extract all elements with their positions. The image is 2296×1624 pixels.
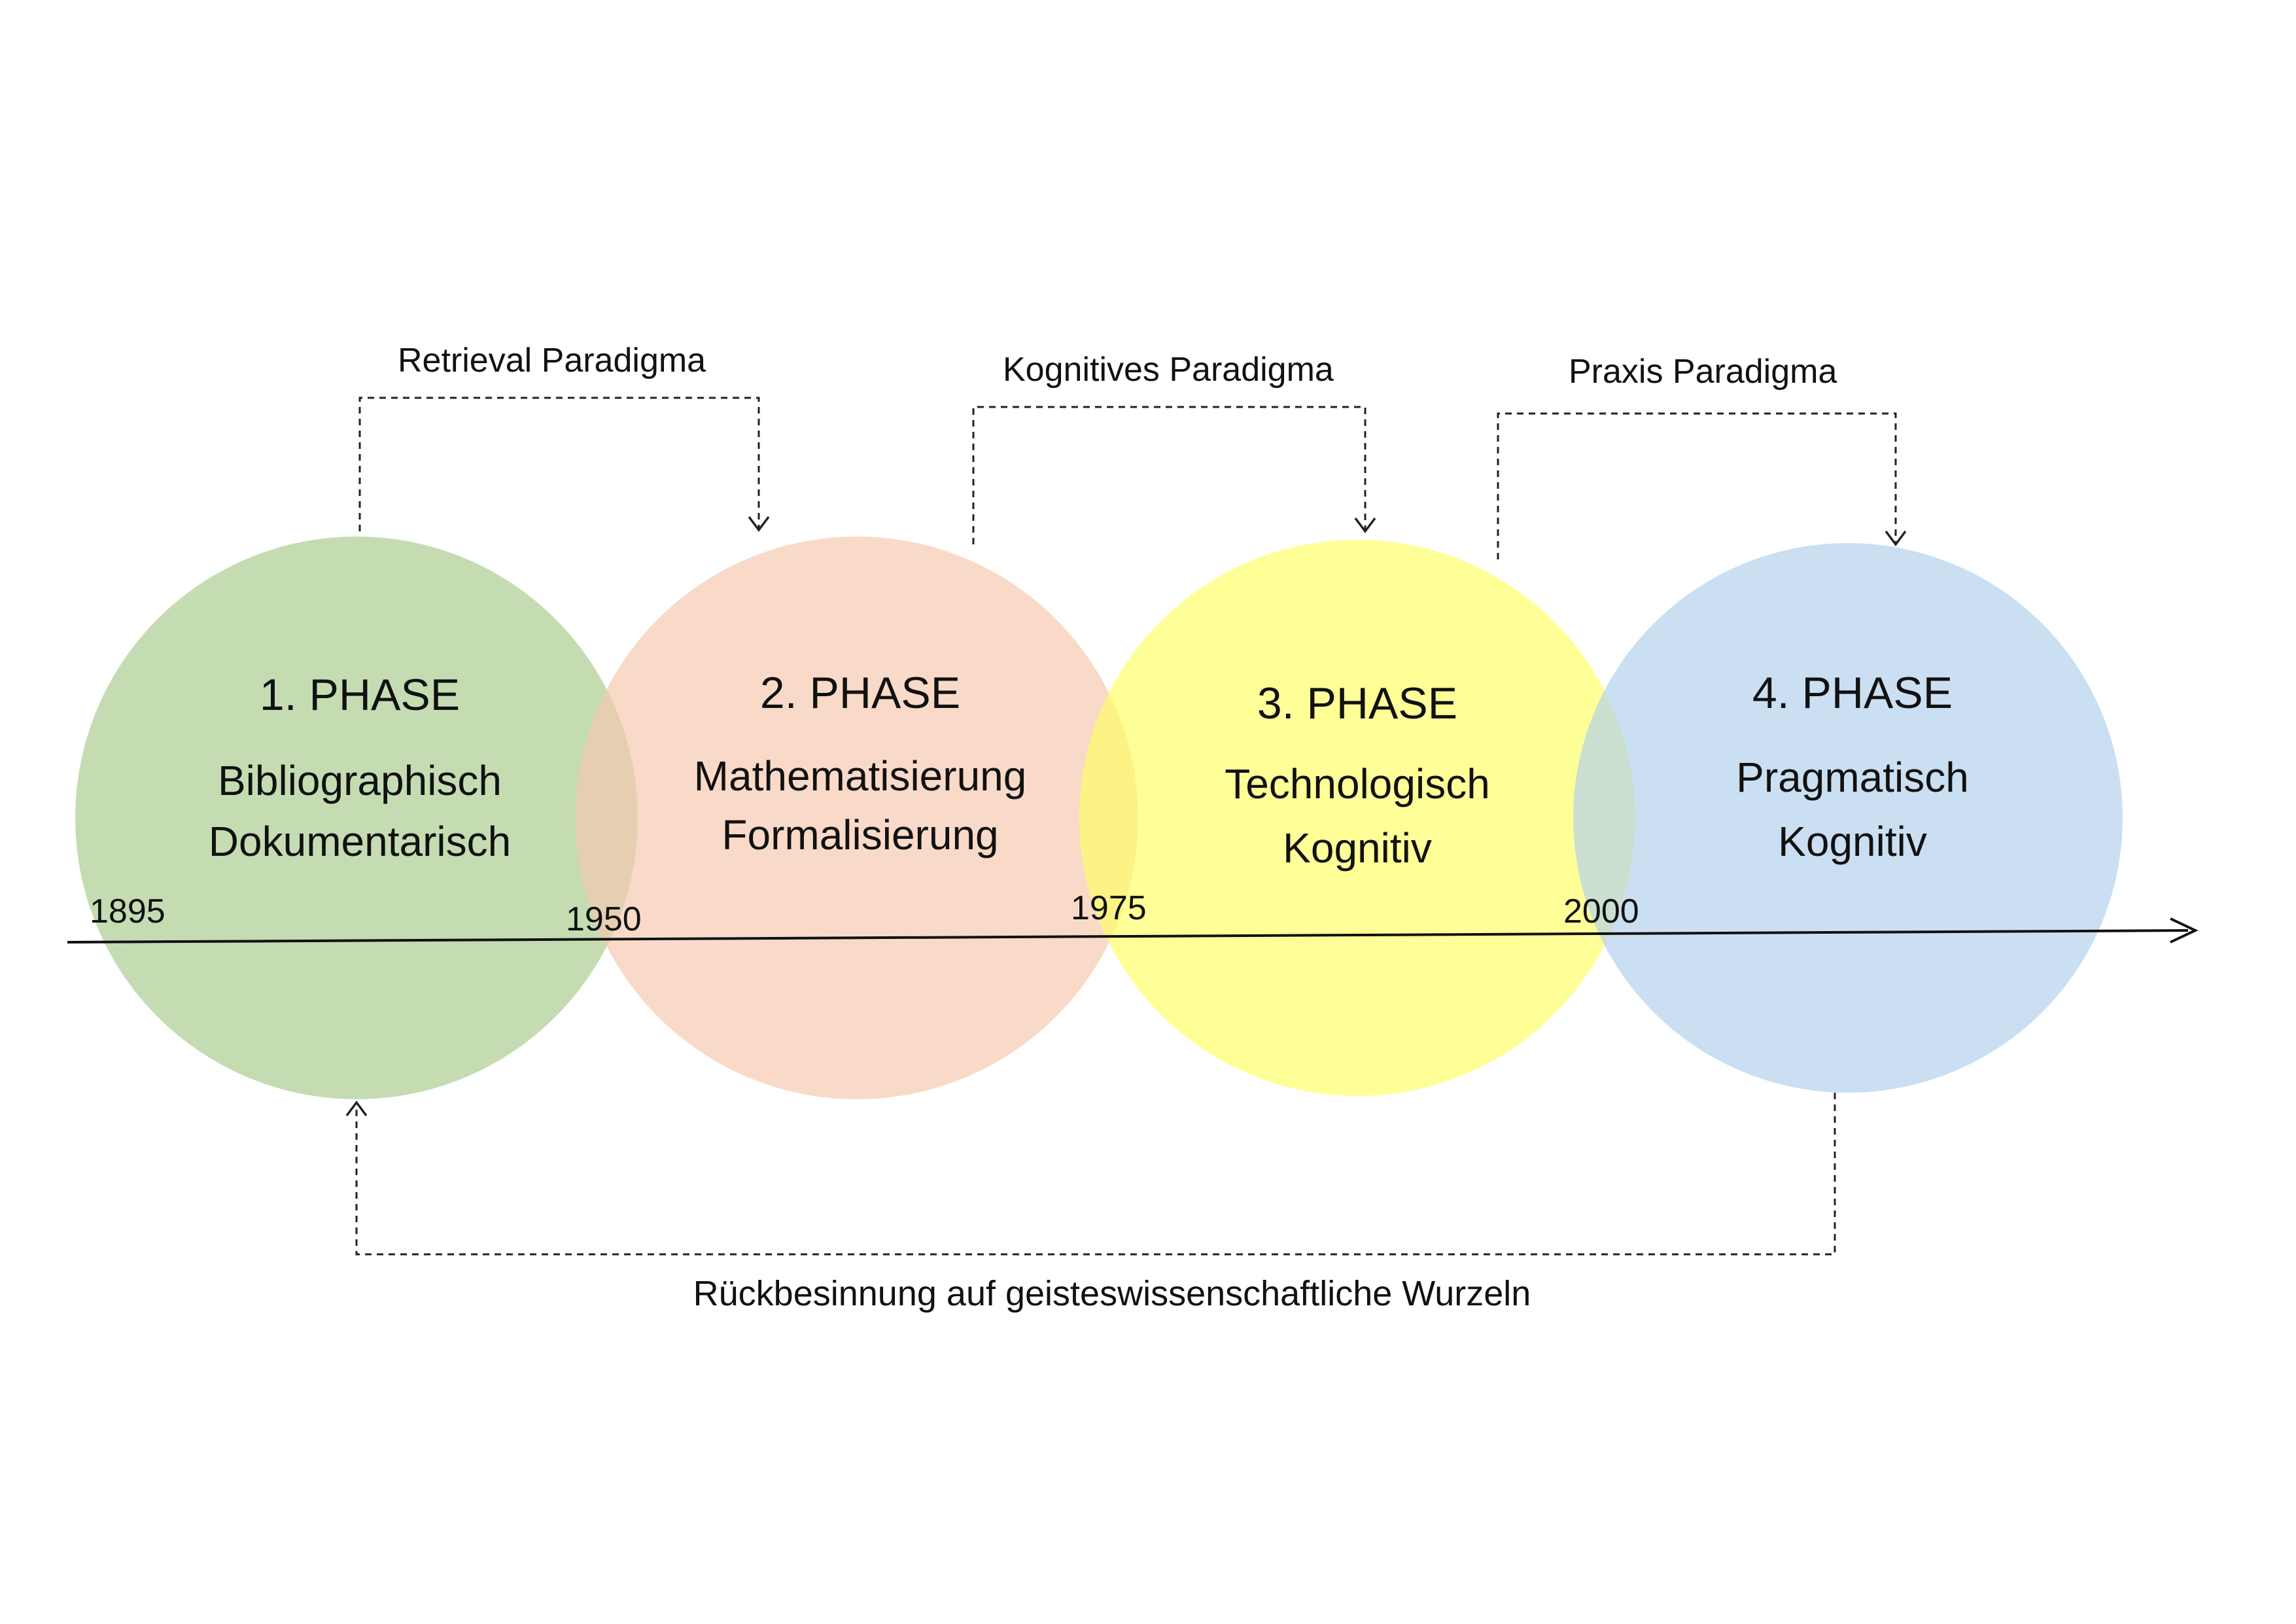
phase-2-line2: Formalisierung <box>722 811 998 858</box>
return-connector <box>355 1093 1836 1256</box>
phase-4-line2: Kognitiv <box>1778 818 1927 865</box>
year-label-3: 1975 <box>1071 889 1147 927</box>
phase-3-title: 3. PHASE <box>1257 679 1457 728</box>
paradigm-label-kognitives: Kognitives Paradigma <box>1003 351 1334 389</box>
phase-1-title: 1. PHASE <box>260 670 460 720</box>
phase-2-circle <box>576 537 1138 1099</box>
year-label-1: 1895 <box>90 892 165 930</box>
paradigm-arrowhead-praxis <box>1885 530 1907 546</box>
paradigm-connector-retrieval <box>358 397 760 531</box>
phase-2-line1: Mathematisierung <box>694 752 1027 800</box>
paradigm-arrowhead-kognitives <box>1354 517 1376 533</box>
phase-1-line1: Bibliographisch <box>218 757 502 804</box>
paradigm-arrowhead-retrieval <box>748 516 770 532</box>
phase-3-line1: Technologisch <box>1225 760 1490 807</box>
phase-2-title: 2. PHASE <box>760 668 960 718</box>
phase-3-line2: Kognitiv <box>1283 824 1432 872</box>
paradigm-connector-kognitives <box>972 406 1366 544</box>
timeline-arrowhead <box>2170 917 2199 944</box>
phase-4-circle <box>1573 543 2123 1093</box>
phase-4-title: 4. PHASE <box>1752 668 1953 718</box>
phase-3-circle <box>1079 540 1635 1096</box>
phase-4-line1: Pragmatisch <box>1736 754 1969 801</box>
paradigm-label-retrieval: Retrieval Paradigma <box>398 342 706 380</box>
paradigm-connector-praxis <box>1497 412 1897 559</box>
phase-1-circle <box>75 537 638 1099</box>
phase-1-line2: Dokumentarisch <box>209 818 511 865</box>
paradigm-label-praxis: Praxis Paradigma <box>1569 353 1837 391</box>
year-label-4: 2000 <box>1563 892 1639 930</box>
timeline-axis <box>67 929 2189 944</box>
return-arrowhead <box>345 1101 368 1117</box>
return-label: Rückbesinnung auf geisteswissenschaftlic… <box>693 1274 1531 1313</box>
year-label-2: 1950 <box>566 900 642 938</box>
